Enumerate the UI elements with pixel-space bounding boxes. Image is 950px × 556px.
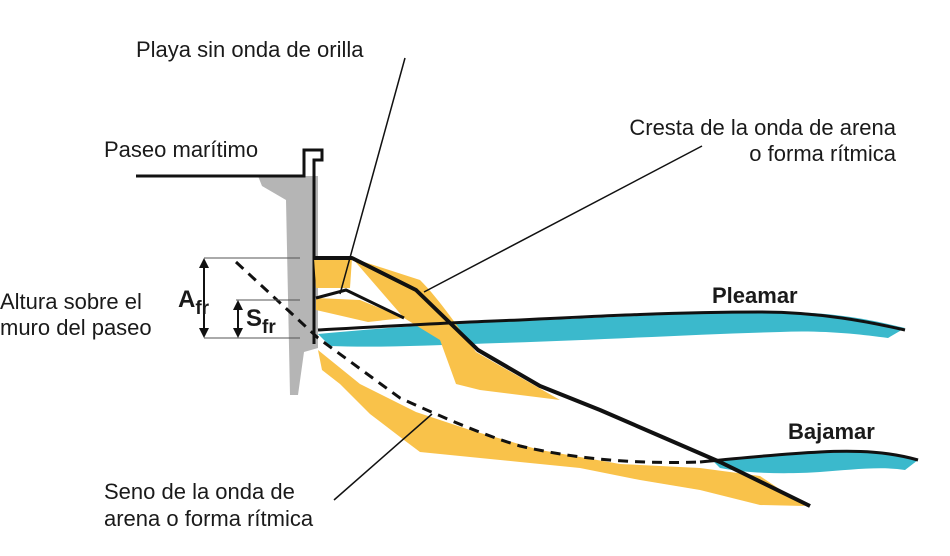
label-cresta-line2: o forma rítmica — [749, 141, 896, 166]
leader-seno — [333, 413, 433, 501]
sand-upper-beach — [314, 258, 352, 288]
bajamar-line — [699, 449, 919, 464]
label-cresta-line1: Cresta de la onda de arena — [629, 115, 896, 140]
sfr-arrow-head-down — [233, 328, 243, 338]
afr-arrow-head-down — [199, 328, 209, 338]
label-altura-line2: muro del paseo — [0, 315, 152, 340]
symbol-sfr: Sfr — [246, 307, 276, 340]
sand-berm — [316, 298, 404, 322]
afr-arrow-head-up — [199, 258, 209, 268]
leader-playa — [339, 57, 406, 295]
symbol-sfr-sub: fr — [262, 317, 276, 338]
symbol-sfr-main: S — [246, 305, 263, 332]
trough-dashed-line — [234, 260, 701, 464]
label-altura-line1: Altura sobre el — [0, 289, 142, 314]
symbol-afr-sub: fr — [195, 298, 210, 319]
sand-wave-trough — [318, 350, 805, 506]
label-pleamar: Pleamar — [712, 283, 798, 308]
symbol-afr-main: A — [178, 286, 196, 313]
label-seno-line2: arena o forma rítmica — [104, 506, 314, 531]
upper-beach-outline — [315, 288, 405, 320]
leader-cresta — [423, 145, 703, 293]
label-playa-sin-onda: Playa sin onda de orilla — [136, 37, 364, 62]
pleamar-line — [317, 310, 906, 332]
beach-profile-line — [314, 256, 811, 508]
promenade-walkway — [136, 148, 324, 344]
symbol-afr: Afr — [178, 288, 209, 321]
seawall-body — [258, 176, 318, 395]
label-paseo-maritimo: Paseo marítimo — [104, 137, 259, 162]
label-bajamar: Bajamar — [788, 419, 875, 444]
sfr-arrow-head-up — [233, 300, 243, 310]
label-seno-line1: Seno de la onda de — [104, 479, 295, 504]
